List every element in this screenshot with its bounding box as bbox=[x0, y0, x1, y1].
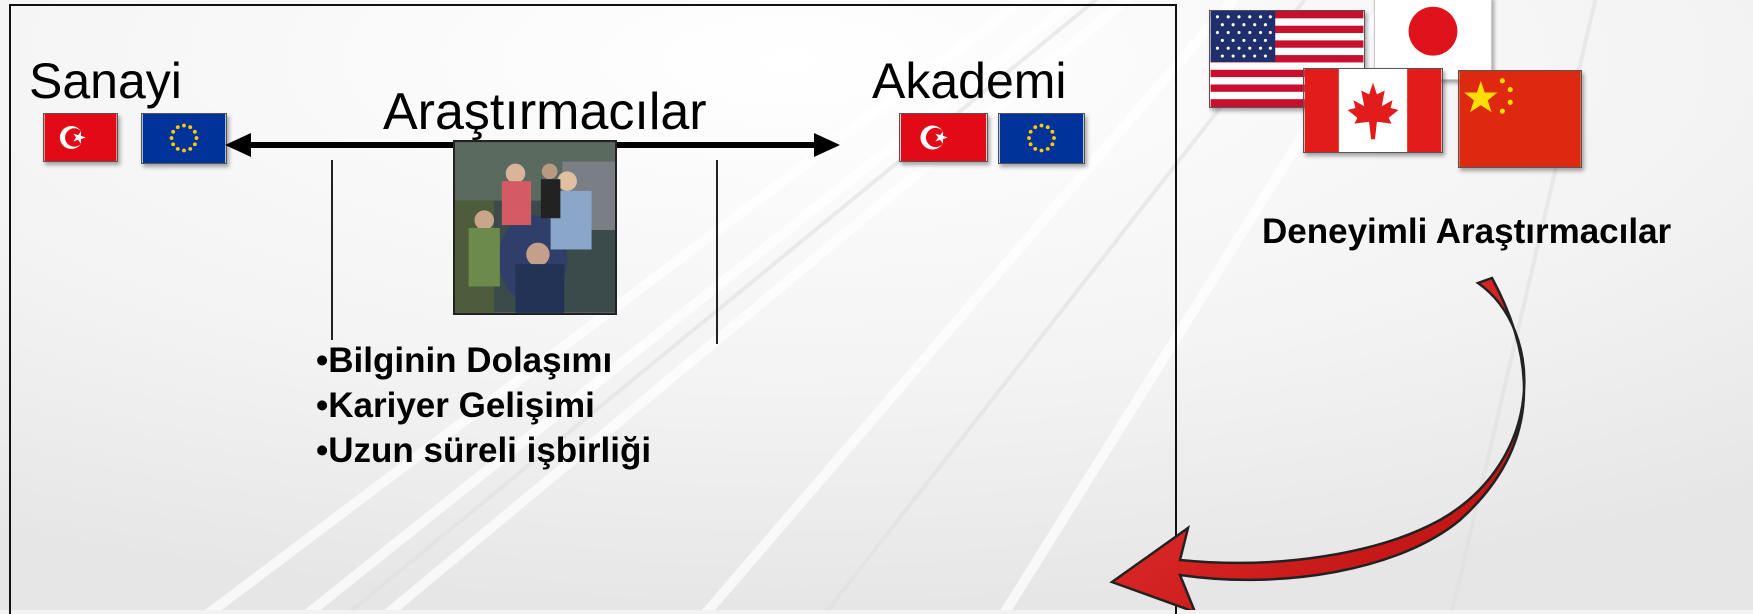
china-flag-icon bbox=[1458, 70, 1582, 168]
turkey-flag-icon bbox=[43, 113, 118, 162]
turkey-flag-icon bbox=[899, 113, 988, 162]
deneyimli-arastirmacilar-label: Deneyimli Araştırmacılar bbox=[1262, 212, 1672, 251]
akademi-label: Akademi bbox=[872, 53, 1067, 109]
arastirmacilar-label: Araştırmacılar bbox=[383, 83, 707, 141]
benefit-item: •Uzun süreli işbirliği bbox=[316, 431, 652, 470]
eu-flag-icon bbox=[141, 113, 227, 164]
benefits-list: •Bilginin Dolaşımı •Kariyer Gelişimi •Uz… bbox=[316, 338, 651, 473]
canada-flag-icon bbox=[1303, 68, 1443, 153]
eu-flag-icon bbox=[998, 113, 1085, 164]
japan-flag-icon bbox=[1374, 0, 1492, 80]
benefit-item: •Bilginin Dolaşımı bbox=[316, 341, 613, 380]
sanayi-label: Sanayi bbox=[29, 53, 182, 109]
benefit-item: •Kariyer Gelişimi bbox=[316, 386, 595, 425]
left-divider-line bbox=[331, 160, 333, 340]
right-divider-line bbox=[716, 160, 718, 344]
researchers-photo bbox=[453, 140, 617, 315]
